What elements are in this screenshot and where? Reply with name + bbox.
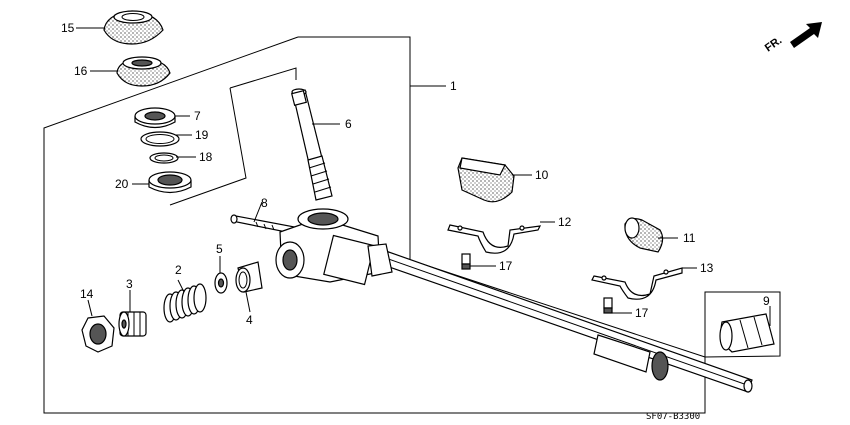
ball-bearing-part [148,171,192,194]
callout-6: 6 [345,117,352,131]
callout-14: 14 [80,287,94,301]
lock-nut-part [81,315,115,353]
washer-part [214,272,228,294]
snap-ring-part [140,131,180,147]
callout-17-upper: 17 [499,259,513,273]
callout-10: 10 [535,168,549,182]
callout-15: 15 [61,21,75,35]
dust-seal-lower-part [116,56,171,87]
callout-labels: 15 16 7 19 18 20 6 8 1 10 12 11 13 17 17… [61,21,770,327]
mounting-bracket-2-part [591,267,683,300]
callout-20: 20 [115,177,129,191]
callout-18: 18 [199,150,213,164]
callout-4: 4 [246,313,253,327]
callout-17-lower: 17 [635,306,649,320]
callout-19: 19 [195,128,209,142]
front-direction-label: FR. [763,34,784,54]
callout-16: 16 [74,64,88,78]
circlip-part [149,152,179,164]
callout-2: 2 [175,263,182,277]
callout-11: 11 [683,231,696,245]
callout-5: 5 [216,242,223,256]
oil-seal-part [134,107,176,129]
pinion-shaft-part [290,88,333,201]
gearbox-housing-part [275,208,753,393]
end-bushing-part [719,313,775,353]
callout-1: 1 [450,79,457,93]
rack-guide-part [235,261,263,293]
front-direction-arrow-icon: FR. [763,22,822,54]
callout-7: 7 [194,109,201,123]
bushing-part [624,217,664,253]
mounting-bracket-part [447,224,542,254]
callout-12: 12 [558,215,572,229]
callout-9: 9 [763,294,770,308]
assembly-outline [43,36,781,414]
callout-8: 8 [261,196,268,210]
callout-13: 13 [700,261,714,275]
rack-guide-screw-part [118,311,147,337]
bolt-upper-part [461,253,471,270]
callout-3: 3 [126,277,133,291]
mounting-cushion-part [457,157,515,203]
dust-seal-part [103,10,164,45]
leader-lines [76,27,771,326]
bolt-lower-part [603,297,613,314]
diagram-code: SF07-B3300 [646,412,700,422]
spring-part [163,283,207,323]
